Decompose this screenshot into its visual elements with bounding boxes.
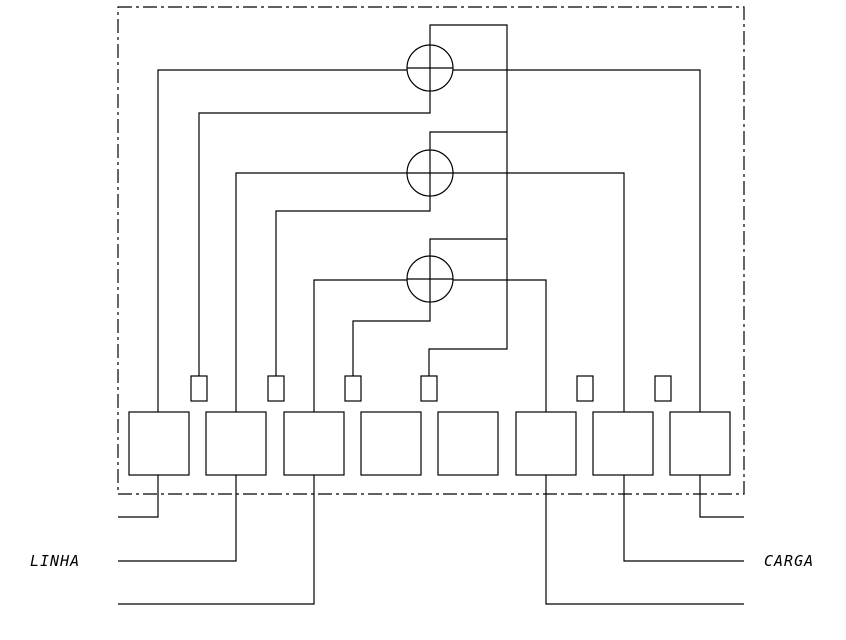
potential-link-2 — [267, 375, 285, 402]
element-2-wiring — [235, 172, 625, 412]
potential-link-1 — [190, 375, 208, 402]
line-side-wires — [118, 475, 315, 605]
potential-link-4 — [420, 375, 438, 402]
measuring-element-2 — [406, 149, 454, 197]
terminal-6 — [515, 411, 577, 476]
potential-link-6 — [654, 375, 672, 402]
terminal-8 — [669, 411, 731, 476]
terminal-1 — [128, 411, 190, 476]
terminal-3 — [283, 411, 345, 476]
potential-links — [190, 375, 672, 402]
line-label: LINHA — [30, 552, 80, 570]
potential-link-3 — [344, 375, 362, 402]
neutral-bus — [428, 24, 508, 376]
meter-enclosure — [117, 6, 745, 495]
terminal-4 — [360, 411, 422, 476]
terminal-5 — [437, 411, 499, 476]
element-1-wiring — [157, 69, 701, 412]
load-side-wires — [545, 475, 744, 605]
main-terminals — [128, 411, 731, 476]
terminal-7 — [592, 411, 654, 476]
measuring-element-1 — [406, 44, 454, 92]
terminal-2 — [205, 411, 267, 476]
measuring-element-3 — [406, 255, 454, 303]
element-3-wiring — [313, 279, 547, 412]
load-label: CARGA — [764, 552, 814, 570]
potential-link-5 — [576, 375, 594, 402]
